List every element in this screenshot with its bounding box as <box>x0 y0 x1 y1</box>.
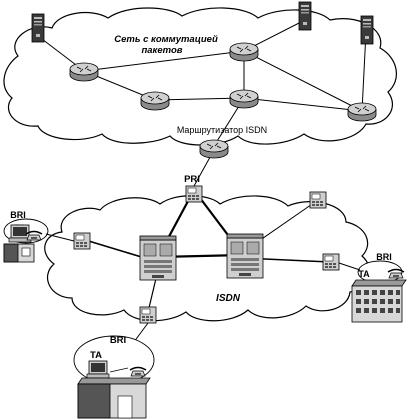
building-right-icon <box>351 279 407 323</box>
nt-box-left-icon <box>73 232 91 250</box>
server-icon <box>31 13 45 43</box>
building-bottom-icon <box>77 377 151 419</box>
nt-box-bottom-icon <box>139 306 157 324</box>
packet-network-cloud <box>3 7 397 146</box>
isdn-switch-icon <box>139 235 177 281</box>
router-icon <box>347 102 377 122</box>
isdn-switch-icon <box>226 233 264 279</box>
router-icon <box>69 62 99 82</box>
nt-box-right-icon <box>322 253 340 271</box>
bri-label-left: BRI <box>10 210 26 220</box>
packet-network-label: Сеть с коммутацией <box>114 34 218 45</box>
building-left-icon <box>3 243 35 263</box>
isdn-router-icon <box>199 139 229 159</box>
bri-label-right: BRI <box>376 252 392 262</box>
isdn-router-label: Маршрутизатор ISDN <box>177 125 267 135</box>
bri-label-bottom: BRI <box>110 335 126 346</box>
packet-network-label-line2: пакетов <box>141 45 182 56</box>
ta-label-right: TA <box>358 269 370 279</box>
router-icon <box>229 89 259 109</box>
isdn-network-cloud <box>44 195 371 322</box>
isdn-network-label: ISDN <box>216 293 241 304</box>
router-icon <box>140 91 170 111</box>
pc-icon <box>86 360 110 379</box>
ta-label-bottom: TA <box>90 350 102 361</box>
server-icon <box>360 15 374 45</box>
router-icon <box>229 42 259 62</box>
nt-box-upper-right-icon <box>309 191 327 209</box>
pri-label: PRI <box>184 174 200 185</box>
pri-nt-icon <box>185 185 203 203</box>
server-icon <box>298 1 312 31</box>
